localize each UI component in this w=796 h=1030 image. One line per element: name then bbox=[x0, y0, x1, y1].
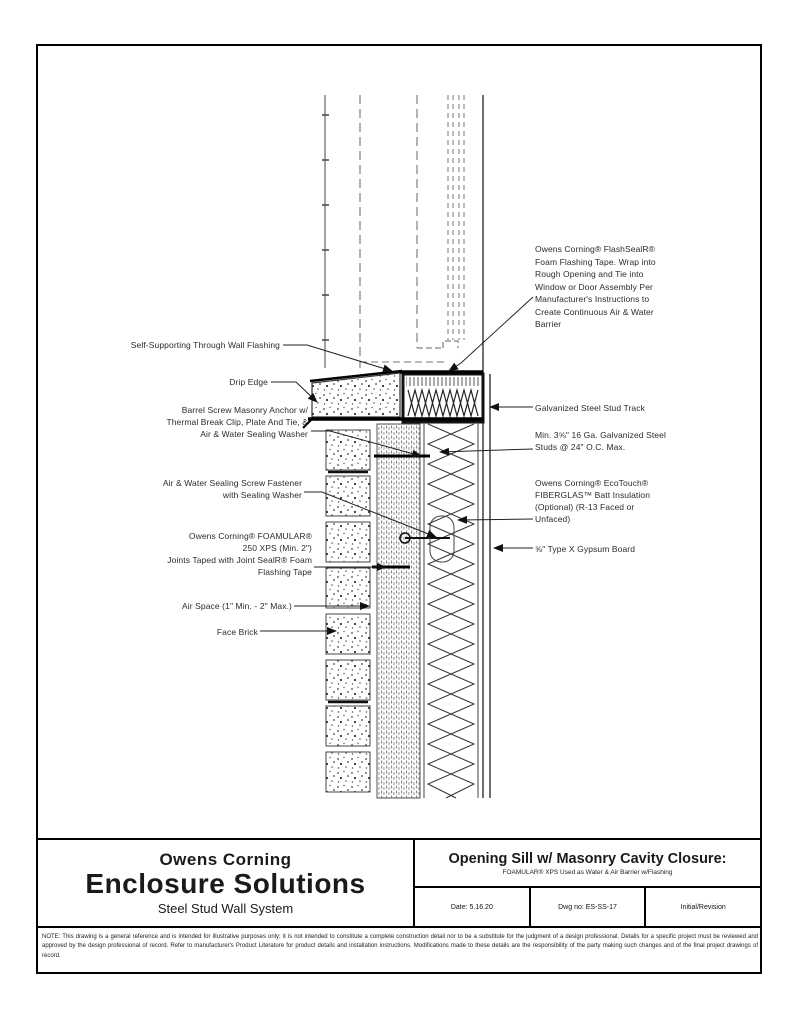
callout-through-wall-flashing: Self-Supporting Through Wall Flashing bbox=[130, 340, 280, 350]
disclaimer-note: NOTE: This drawing is a general referenc… bbox=[42, 934, 758, 959]
revision-cell: Initial/Revision bbox=[680, 903, 726, 911]
sealing-screw-fastener bbox=[399, 515, 455, 563]
title-block: Owens Corning Enclosure Solutions Steel … bbox=[36, 838, 762, 928]
date-cell: Date: 5.16.20 bbox=[415, 888, 531, 926]
batt-insulation bbox=[423, 422, 479, 799]
drawing-number-cell: Dwg no: ES-SS-17 bbox=[531, 888, 647, 926]
callout-gypsum-board: ⅝" Type X Gypsum Board bbox=[535, 544, 636, 554]
callout-flashsealr-tape: Owens Corning® FlashSealR® Foam Flashing… bbox=[535, 244, 656, 329]
leader-lines bbox=[260, 296, 534, 635]
callout-air-space: Air Space (1" Min. - 2" Max.) bbox=[181, 601, 292, 611]
window-opening-lines bbox=[322, 95, 465, 368]
wall-system-name: Steel Stud Wall System bbox=[157, 901, 294, 916]
face-brick-veneer bbox=[325, 429, 371, 793]
xps-insulation bbox=[376, 423, 421, 799]
callout-stud-track: Galvanized Steel Stud Track bbox=[535, 403, 645, 413]
steel-stud-track bbox=[400, 370, 485, 424]
callout-sealing-fastener: Air & Water Sealing Screw Fastener with … bbox=[162, 478, 302, 500]
sheet-title-row: Opening Sill w/ Masonry Cavity Closure: … bbox=[415, 840, 760, 888]
masonry-sill bbox=[309, 369, 403, 418]
callout-steel-studs: Min. 3⅝" 16 Ga. Galvanized Steel Studs @… bbox=[535, 430, 666, 452]
sheet-meta-row: Date: 5.16.20 Dwg no: ES-SS-17 Initial/R… bbox=[415, 888, 760, 926]
callout-foamular-xps: Owens Corning® FOAMULAR® 250 XPS (Min. 2… bbox=[167, 531, 312, 577]
title-block-detail: Opening Sill w/ Masonry Cavity Closure: … bbox=[415, 840, 760, 926]
sheet-subtitle: FOAMULAR® XPS Used as Water & Air Barrie… bbox=[502, 868, 673, 876]
sheet-title: Opening Sill w/ Masonry Cavity Closure: bbox=[448, 850, 727, 867]
callout-drip-edge: Drip Edge bbox=[229, 377, 268, 387]
title-block-brand: Owens Corning Enclosure Solutions Steel … bbox=[38, 840, 415, 926]
gypsum-board bbox=[482, 95, 491, 798]
brand-program: Enclosure Solutions bbox=[85, 868, 366, 899]
callout-masonry-anchor: Barrel Screw Masonry Anchor w/ Thermal B… bbox=[166, 405, 308, 439]
through-wall-flashing bbox=[302, 417, 483, 429]
brand-name: Owens Corning bbox=[159, 850, 292, 869]
callout-batt-insulation: Owens Corning® EcoTouch® FIBERGLAS™ Batt… bbox=[535, 478, 651, 524]
callout-face-brick: Face Brick bbox=[216, 627, 258, 637]
